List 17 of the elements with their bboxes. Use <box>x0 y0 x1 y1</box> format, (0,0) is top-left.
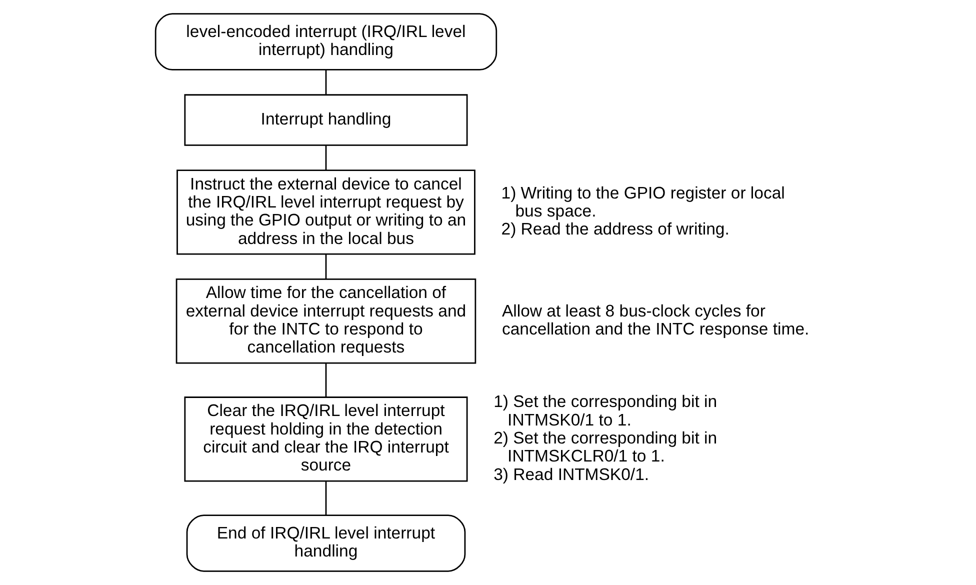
node-label: 2) Read the address of writing. <box>501 220 730 239</box>
connector <box>325 481 327 516</box>
node-label: 2) Set the corresponding bit in INTMSKCLR0/1 to 1. <box>494 428 718 466</box>
node-label: 3) Read INTMSK0/1. <box>494 464 650 484</box>
node-label: 1) Set the corresponding bit in INTMSK0/1 to 1. <box>494 392 718 430</box>
node-box: level-encoded interrupt (IRQ/IRL level interrupt) handling <box>154 13 498 70</box>
node-label: Allow at least 8 bus-clock cycles for cancellation and the INTC response time. <box>502 301 810 339</box>
node-box: End of IRQ/IRL level interrupt handling <box>186 514 466 572</box>
node-box: Instruct the external device to cancel the IRQ/IRL level interrupt request by using the GPIO output or writing to an address in the local bus <box>176 170 476 255</box>
connector <box>325 145 327 170</box>
node-label: 1) Writing to the GPIO register or local bus space. <box>501 183 785 221</box>
node-box: Clear the IRQ/IRL level interrupt request holding in the detection circuit and clear the IRQ interrupt source <box>184 396 468 482</box>
connector <box>325 363 327 397</box>
connector <box>325 254 327 279</box>
connector <box>325 70 327 94</box>
node-box: Allow time for the cancellation of external device interrupt requests and for the INTC to respond to cancellation requests <box>176 278 476 364</box>
node-box: Interrupt handling <box>184 94 468 146</box>
